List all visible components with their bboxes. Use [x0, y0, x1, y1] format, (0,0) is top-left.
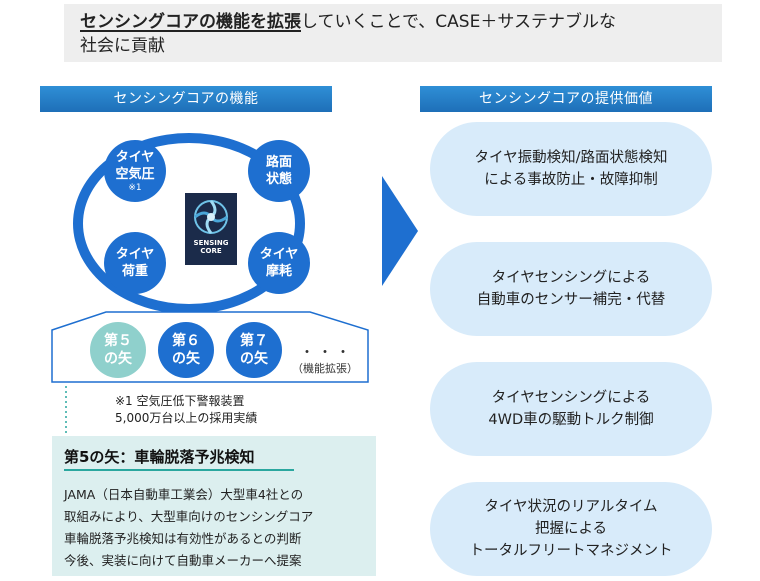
- function-tire-load-l2: 荷重: [121, 264, 148, 279]
- function-road-condition-l2: 状態: [265, 172, 292, 187]
- function-road-condition-l1: 路面: [265, 155, 292, 170]
- arrow-7-circle: 第７ の矢: [226, 322, 282, 378]
- detail-title-underline: [64, 469, 294, 471]
- detail-body: JAMA（日本自動車工業会）大型車4社との 取組みにより、大型車向けのセンシング…: [64, 484, 370, 572]
- function-tire-pressure-l2: 空気圧: [115, 167, 155, 182]
- footnote-line1: ※1 空気圧低下警報装置: [115, 394, 245, 408]
- function-tire-load: タイヤ 荷重: [104, 232, 166, 294]
- sensing-core-logo: SENSING CORE: [185, 193, 237, 265]
- more-dots: ・・・: [300, 345, 354, 361]
- logo-line2: CORE: [200, 247, 222, 255]
- detail-line: 車輪脱落予兆検知は有効性があるとの判断: [64, 531, 302, 546]
- value-3-line: 4WD車の駆動トルク制御: [488, 412, 654, 428]
- detail-title: 第5の矢：車輪脱落予兆検知: [64, 448, 255, 466]
- value-pill-3: タイヤセンシングによる 4WD車の駆動トルク制御: [430, 362, 712, 456]
- arrow-6-circle: 第６ の矢: [158, 322, 214, 378]
- function-tire-pressure-l1: タイヤ: [115, 150, 155, 165]
- function-tire-wear: タイヤ 摩耗: [248, 232, 310, 294]
- values-banner: センシングコアの提供価値: [420, 86, 712, 112]
- arrow-5-circle: 第５ の矢: [90, 322, 146, 378]
- arrow-6-l2: の矢: [172, 351, 200, 367]
- function-tire-wear-l2: 摩耗: [265, 264, 292, 279]
- arrow-7-l2: の矢: [240, 351, 268, 367]
- detail-line: 今後、実装に向けて自動車メーカーへ提案: [64, 553, 302, 568]
- sensing-ring: [73, 133, 305, 314]
- value-2-line: タイヤセンシングによる: [491, 270, 651, 286]
- headline-line2: 社会に貢献: [80, 36, 165, 56]
- function-tire-pressure-note: ※1: [128, 183, 142, 193]
- big-right-arrow-icon: [382, 176, 418, 286]
- arrow-5-l1: 第５: [104, 333, 132, 349]
- headline-box: センシングコアの機能を拡張していくことで、CASE＋サステナブルな 社会に貢献: [64, 4, 722, 62]
- value-2-line: 自動車のセンサー補完・代替: [476, 292, 666, 308]
- headline-emphasis: センシングコアの機能を拡張: [80, 12, 301, 32]
- value-1-line: タイヤ振動検知/路面状態検知: [474, 150, 668, 166]
- value-4-line: トータルフリートマネジメント: [469, 543, 673, 559]
- value-3-line: タイヤセンシングによる: [491, 390, 651, 406]
- value-4-line: 把握による: [534, 521, 608, 537]
- value-pill-1: タイヤ振動検知/路面状態検知 による事故防止・故障抑制: [430, 122, 712, 216]
- sensing-core-emblem-icon: [194, 200, 228, 234]
- arrow-5-l2: の矢: [104, 351, 132, 367]
- arrow-7-l1: 第７: [240, 333, 268, 349]
- footnote-line2: 5,000万台以上の採用実績: [115, 411, 258, 425]
- function-tire-load-l1: タイヤ: [115, 247, 155, 262]
- footnote: ※1 空気圧低下警報装置 5,000万台以上の採用実績: [115, 393, 257, 427]
- function-road-condition: 路面 状態: [248, 140, 310, 202]
- value-4-line: タイヤ状況のリアルタイム: [484, 499, 658, 515]
- function-tire-pressure: タイヤ 空気圧 ※1: [104, 140, 166, 202]
- functions-banner: センシングコアの機能: [40, 86, 332, 112]
- value-1-line: による事故防止・故障抑制: [484, 172, 658, 188]
- headline-rest: していくことで、CASE＋サステナブルな: [301, 12, 616, 32]
- detail-line: JAMA（日本自動車工業会）大型車4社との: [64, 487, 304, 502]
- logo-line1: SENSING: [193, 239, 229, 247]
- value-pill-2: タイヤセンシングによる 自動車のセンサー補完・代替: [430, 242, 712, 336]
- arrow-6-l1: 第６: [172, 333, 200, 349]
- detail-box: [52, 436, 376, 576]
- expansion-label: （機能拡張）: [292, 362, 358, 375]
- detail-line: 取組みにより、大型車向けのセンシングコア: [64, 509, 314, 524]
- function-tire-wear-l1: タイヤ: [259, 247, 299, 262]
- value-pill-4: タイヤ状況のリアルタイム 把握による トータルフリートマネジメント: [430, 482, 712, 576]
